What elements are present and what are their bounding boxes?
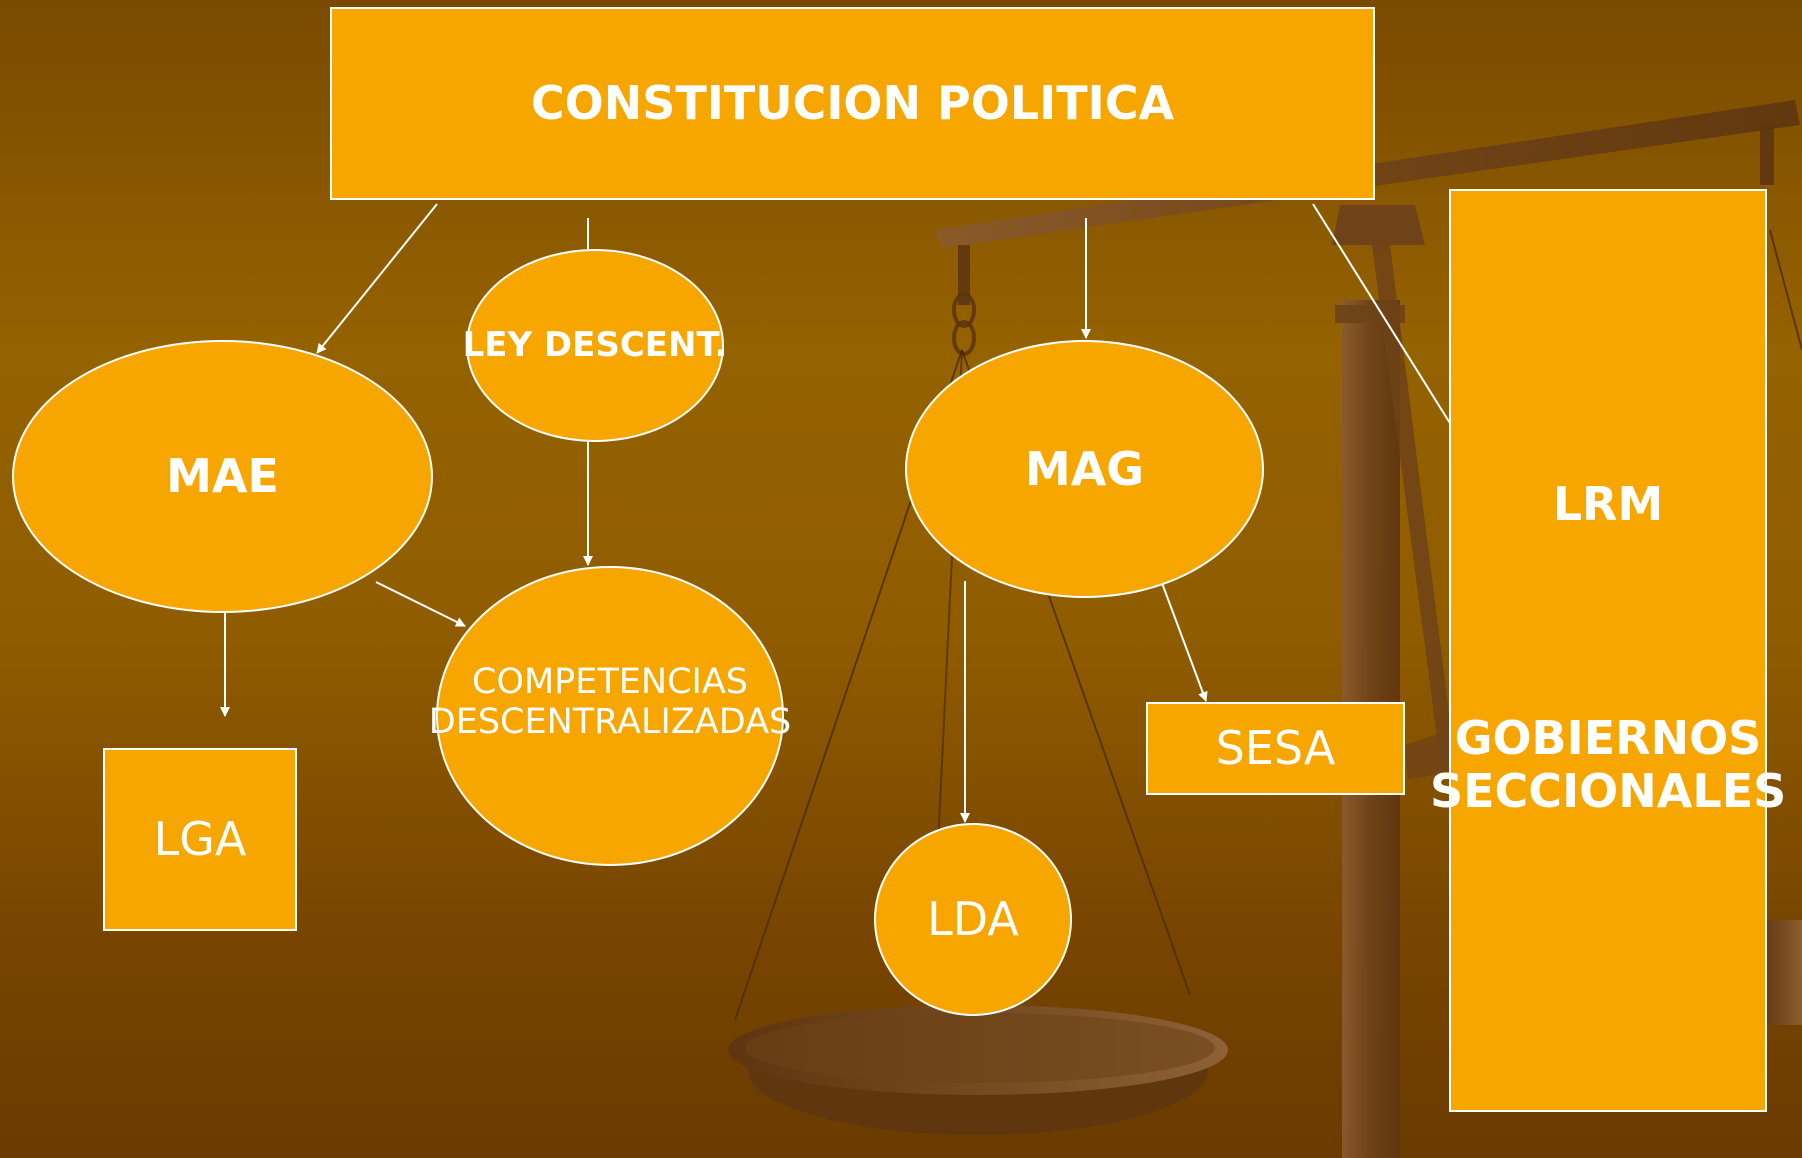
arrow-constitucion-to-mae	[316, 203, 438, 354]
node-sesa-label: SESA	[1215, 721, 1336, 776]
node-competencias-label: COMPETENCIAS DESCENTRALIZADAS	[428, 661, 792, 742]
node-lga: LGA	[103, 748, 297, 931]
arrow-constitucion-to-lrm	[1312, 203, 1464, 445]
node-lda: LDA	[874, 823, 1072, 1016]
node-sesa: SESA	[1146, 702, 1405, 795]
arrow-mae-to-competencias	[375, 581, 466, 627]
node-gobiernos-seccionales-label: GOBIERNOS SECCIONALES	[1430, 711, 1787, 818]
node-constitucion-politica: CONSTITUCION POLITICA	[330, 7, 1375, 200]
node-constitucion-politica-label: CONSTITUCION POLITICA	[530, 76, 1175, 131]
node-mae: MAE	[12, 340, 433, 613]
node-ley-descent: LEY DESCENT.	[463, 249, 727, 442]
node-ley-descent-label: LEY DESCENT.	[462, 324, 728, 365]
node-lrm	[1449, 189, 1767, 1112]
node-lrm-label: LRM	[1552, 477, 1664, 531]
node-mag-label: MAG	[1024, 441, 1145, 496]
arrow-mag-to-sesa	[1161, 582, 1208, 702]
node-lda-label: LDA	[927, 892, 1019, 947]
node-lga-label: LGA	[153, 812, 247, 867]
node-mag: MAG	[905, 340, 1264, 598]
node-competencias-descentralizadas: COMPETENCIAS DESCENTRALIZADAS	[429, 566, 791, 866]
node-mae-label: MAE	[166, 449, 279, 504]
